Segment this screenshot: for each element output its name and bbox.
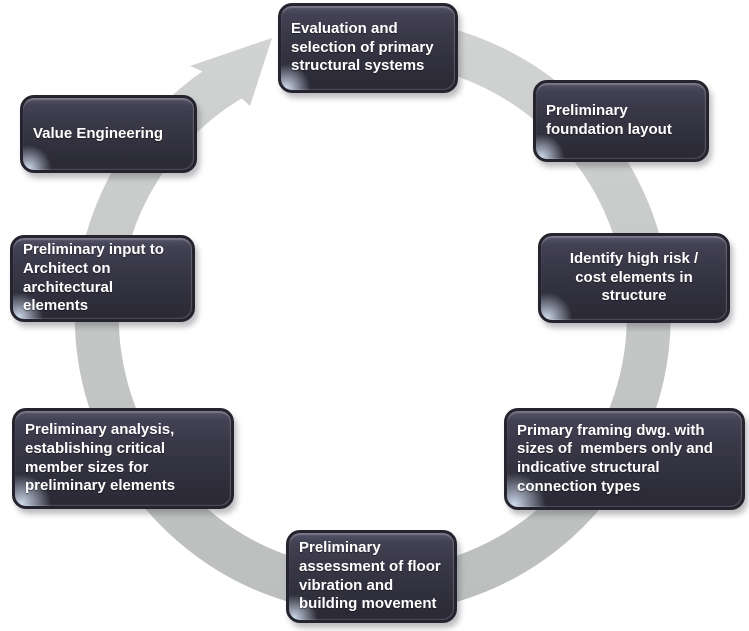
step-label: Preliminary input to Architect on archit… (23, 241, 164, 315)
process-step-preliminary-analysis: Preliminary analysis, establishing criti… (12, 408, 234, 509)
step-label: Evaluation and selection of primary stru… (291, 20, 434, 75)
step-label: Preliminary foundation layout (546, 102, 672, 138)
process-step-high-risk-elements: Identify high risk / cost elements in st… (538, 233, 730, 323)
process-step-floor-vibration: Preliminary assessment of floor vibratio… (286, 530, 457, 623)
process-step-primary-framing: Primary framing dwg. with sizes of membe… (504, 408, 745, 510)
step-label: Preliminary assessment of floor vibratio… (299, 539, 441, 613)
process-step-evaluation-selection: Evaluation and selection of primary stru… (278, 3, 458, 93)
process-step-value-engineering: Value Engineering (20, 95, 197, 173)
step-label: Identify high risk / cost elements in st… (569, 250, 699, 305)
arrow-head-icon (190, 38, 272, 106)
process-step-foundation-layout: Preliminary foundation layout (533, 80, 709, 162)
process-step-architect-input: Preliminary input to Architect on archit… (10, 235, 195, 322)
step-label: Value Engineering (33, 124, 164, 142)
step-label: Preliminary analysis, establishing criti… (25, 421, 176, 495)
step-label: Primary framing dwg. with sizes of membe… (517, 421, 713, 495)
